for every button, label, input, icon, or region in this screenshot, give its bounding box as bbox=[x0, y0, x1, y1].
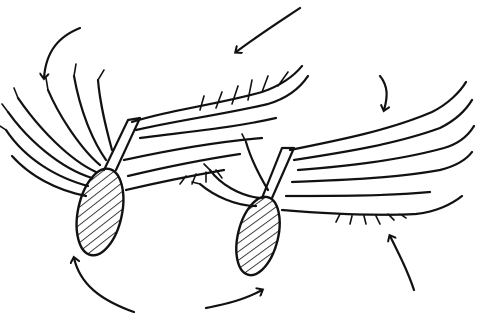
right-wing-right bbox=[282, 82, 474, 224]
arrow-top-center bbox=[236, 8, 300, 52]
right-stalk bbox=[262, 148, 294, 198]
arrow-bottom-center bbox=[206, 290, 262, 308]
left-seed-body bbox=[69, 164, 130, 259]
arrows bbox=[44, 8, 414, 312]
left-wing-right bbox=[124, 66, 308, 190]
arrow-right-lower bbox=[390, 236, 414, 290]
arrow-bottom-left bbox=[74, 258, 134, 312]
arrow-right-upper bbox=[380, 76, 387, 110]
right-seed-body bbox=[229, 192, 287, 279]
